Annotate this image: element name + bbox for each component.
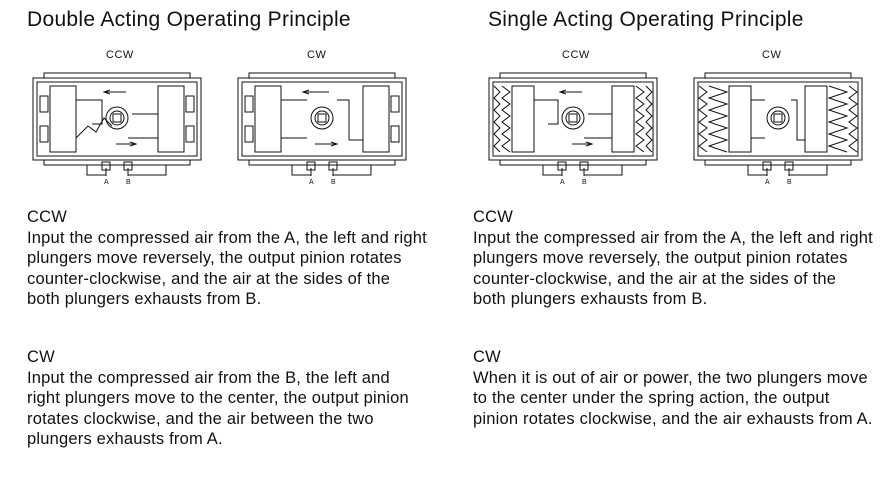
port-b-label: B xyxy=(787,179,792,186)
double-cw-description: CW Input the compressed air from the B, … xyxy=(27,347,427,450)
double-ccw-actuator-diagram: A B xyxy=(32,70,202,188)
port-a-label: A xyxy=(765,179,770,186)
double-cw-label: CW xyxy=(307,49,327,61)
port-b-label: B xyxy=(582,179,587,186)
single-cw-label: CW xyxy=(762,49,782,61)
single-ccw-text: Input the compressed air from the A, the… xyxy=(473,228,873,309)
double-acting-title: Double Acting Operating Principle xyxy=(27,8,351,31)
port-a-label: A xyxy=(309,179,314,186)
double-ccw-heading: CCW xyxy=(27,208,68,226)
port-b-label: B xyxy=(331,179,336,186)
double-ccw-label: CCW xyxy=(106,49,134,61)
port-a-label: A xyxy=(560,179,565,186)
double-cw-heading: CW xyxy=(27,348,55,366)
single-cw-heading: CW xyxy=(473,348,501,366)
single-acting-title: Single Acting Operating Principle xyxy=(488,8,804,31)
port-a-label: A xyxy=(104,179,109,186)
single-ccw-description: CCW Input the compressed air from the A,… xyxy=(473,207,873,310)
double-cw-actuator-diagram: A B xyxy=(237,70,407,188)
double-ccw-text: Input the compressed air from the A, the… xyxy=(27,228,427,309)
double-ccw-description: CCW Input the compressed air from the A,… xyxy=(27,207,427,310)
port-b-label: B xyxy=(126,179,131,186)
double-cw-text: Input the compressed air from the B, the… xyxy=(27,368,409,449)
single-cw-text: When it is out of air or power, the two … xyxy=(473,368,873,428)
single-ccw-heading: CCW xyxy=(473,208,514,226)
single-cw-actuator-diagram: A B xyxy=(693,70,863,188)
single-ccw-label: CCW xyxy=(562,49,590,61)
single-ccw-actuator-diagram: A B xyxy=(488,70,658,188)
single-cw-description: CW When it is out of air or power, the t… xyxy=(473,347,873,429)
